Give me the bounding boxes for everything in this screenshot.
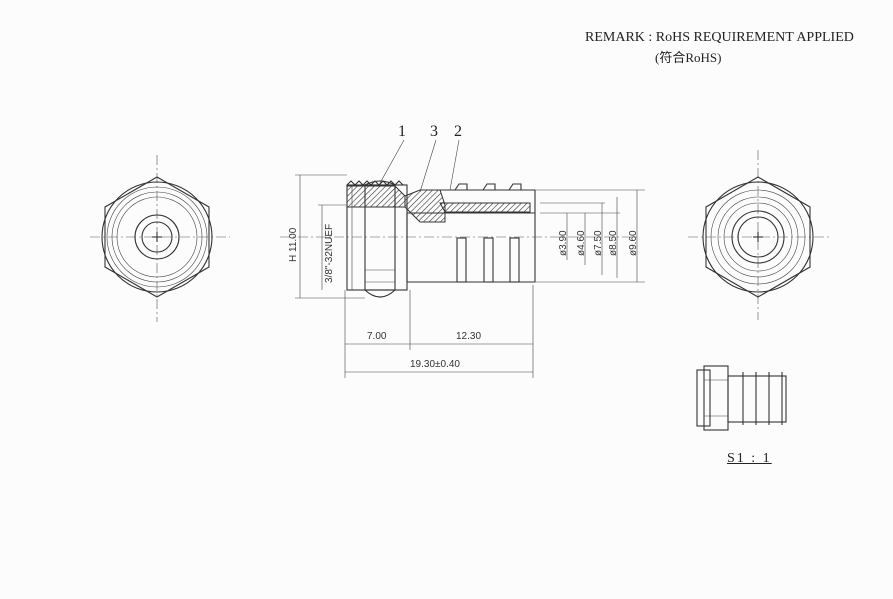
remark-text: REMARK : RoHS REQUIREMENT APPLIED	[585, 30, 854, 45]
part-label-3: 3	[430, 123, 438, 140]
dim-d1: ø3.90	[558, 230, 569, 256]
right-end-view	[688, 150, 830, 320]
remark-rohs-note: (符合RoHS)	[655, 50, 722, 65]
dim-len-b: 12.30	[456, 331, 481, 342]
left-end-view	[90, 155, 230, 322]
part-label-2: 2	[454, 123, 462, 140]
scale-preview	[696, 365, 787, 431]
dim-len-a: 7.00	[367, 331, 387, 342]
dim-len-total: 19.30±0.40	[410, 359, 460, 370]
dim-hex-height: H 11.00	[288, 227, 299, 262]
dim-d2: ø4.60	[576, 230, 587, 256]
part-label-1: 1	[398, 123, 406, 140]
dim-d5: ø9.60	[628, 230, 639, 256]
connector-side-view: 1 3 2	[280, 123, 640, 298]
dimension-lines: H 11.00 3/8"-32NUEF ø3.90 ø4.60 ø7.50 ø8…	[288, 174, 645, 378]
dim-thread: 3/8"-32NUEF	[324, 224, 335, 283]
dim-d3: ø7.50	[593, 230, 604, 256]
scale-label: S1 : 1	[727, 451, 772, 466]
dim-d4: ø8.50	[608, 230, 619, 256]
